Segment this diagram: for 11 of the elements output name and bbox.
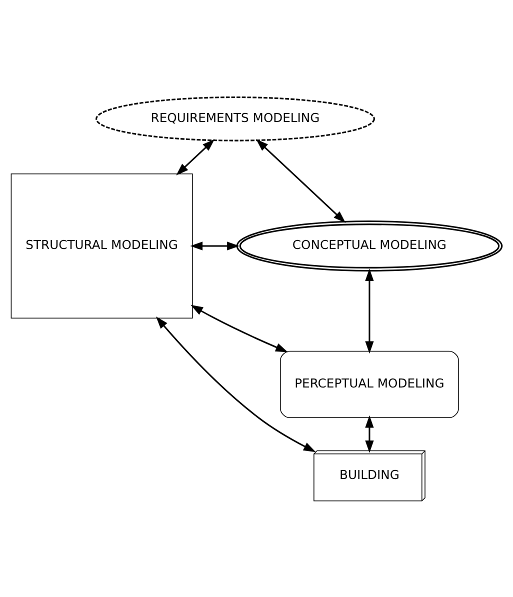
- arrow: [365, 414, 374, 452]
- node-box: PERCEPTUAL MODELING: [280, 350, 459, 418]
- node-ellipse: CONCEPTUAL MODELING: [236, 220, 503, 271]
- arrow: [256, 138, 346, 222]
- node-box: STRUCTURAL MODELING: [10, 173, 193, 318]
- arrow: [365, 268, 374, 354]
- arrow: [190, 241, 240, 250]
- node-ellipse: REQUIREMENTS MODELING: [96, 96, 375, 141]
- arrow: [156, 316, 316, 452]
- arrow: [176, 138, 215, 175]
- arrow: [190, 304, 288, 352]
